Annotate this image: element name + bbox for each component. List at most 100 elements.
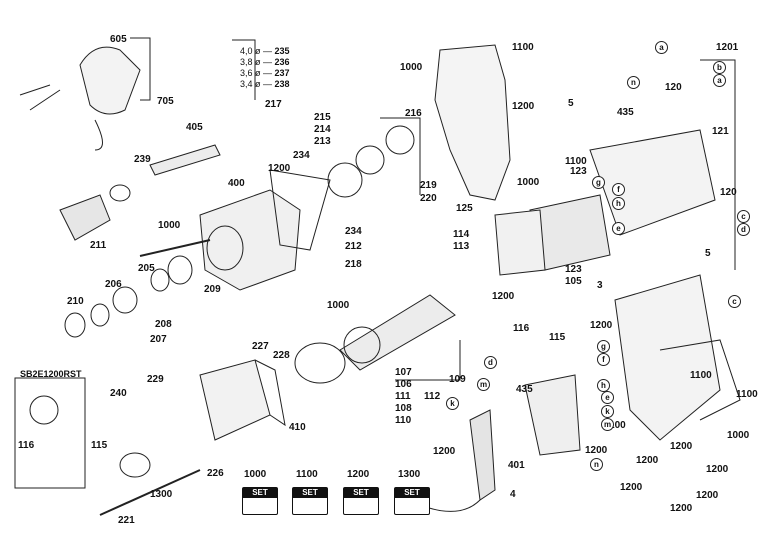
label-1201: 1201 [716, 42, 739, 53]
callout-g: g [597, 340, 610, 353]
label-211: 211 [90, 240, 107, 251]
label-1000-b: 1000 [400, 62, 423, 73]
label-115-a: 115 [549, 332, 566, 343]
label-105: 105 [565, 276, 582, 287]
set-box-label: SET [395, 488, 429, 498]
set-code-1300: 1300 [398, 469, 421, 480]
callout-k: k [601, 405, 614, 418]
pin-size-row: 3,6 ø — 237 [240, 68, 290, 78]
model-box-title: SB2E1200RST [20, 369, 82, 379]
label-120-a: 120 [665, 82, 682, 93]
set-box-label: SET [344, 488, 378, 498]
label-435-a: 435 [617, 107, 634, 118]
label-1200-f: 1200 [636, 455, 659, 466]
label-207: 207 [150, 334, 167, 345]
label-4: 4 [510, 489, 516, 500]
label-219: 219 [420, 180, 437, 191]
label-123-a: 123 [570, 166, 587, 177]
label-400: 400 [228, 178, 245, 189]
set-box-1200: SET [343, 487, 379, 515]
label-5-b: 5 [705, 248, 711, 259]
label-215: 215 [314, 112, 331, 123]
set-box-label: SET [293, 488, 327, 498]
label-1100-d: 1100 [736, 389, 758, 400]
label-405: 405 [186, 122, 203, 133]
label-217: 217 [265, 99, 282, 110]
label-1100-b: 1100 [565, 156, 587, 167]
label-114: 114 [453, 229, 470, 240]
callout-e: e [612, 222, 625, 235]
label-110: 110 [395, 415, 412, 426]
callout-g: g [592, 176, 605, 189]
label-208: 208 [155, 319, 172, 330]
label-1200-b: 1200 [512, 101, 535, 112]
callout-a: a [713, 74, 726, 87]
label-213: 213 [314, 136, 331, 147]
callout-m: m [601, 418, 614, 431]
set-code-1000: 1000 [244, 469, 267, 480]
label-125: 125 [456, 203, 473, 214]
set-code-1200: 1200 [347, 469, 370, 480]
label-227: 227 [252, 341, 269, 352]
callout-f: f [612, 183, 625, 196]
label-108: 108 [395, 403, 412, 414]
set-box-label: SET [243, 488, 277, 498]
label-214: 214 [314, 124, 331, 135]
label-226: 226 [207, 468, 224, 479]
label-1200-a: 1200 [268, 163, 291, 174]
label-120-b: 120 [720, 187, 737, 198]
callout-d: d [737, 223, 750, 236]
set-box-1100: SET [292, 487, 328, 515]
label-1200-d: 1200 [590, 320, 613, 331]
label-3: 3 [597, 280, 603, 291]
label-116-a: 116 [513, 323, 530, 334]
label-410: 410 [289, 422, 306, 433]
pin-size-list: 4,0 ø — 235 3,8 ø — 236 3,6 ø — 237 3,4 … [240, 46, 290, 90]
label-121: 121 [712, 126, 729, 137]
pin-size-row: 3,8 ø — 236 [240, 57, 290, 67]
callout-c: c [737, 210, 750, 223]
label-209: 209 [204, 284, 221, 295]
callout-k: k [446, 397, 459, 410]
label-1200-l: 1200 [585, 445, 608, 456]
callout-d: d [484, 356, 497, 369]
label-1100-e: 1100 [604, 420, 626, 431]
label-206: 206 [105, 279, 122, 290]
callout-c: c [728, 295, 741, 308]
label-1000-c: 1000 [517, 177, 540, 188]
label-109: 109 [449, 374, 466, 385]
label-111: 111 [395, 391, 411, 402]
label-216: 216 [405, 108, 422, 119]
label-220: 220 [420, 193, 437, 204]
label-115-b: 115 [91, 440, 108, 451]
pin-size-row: 3,4 ø — 238 [240, 79, 290, 89]
label-1200-j: 1200 [670, 503, 693, 514]
label-605: 605 [110, 34, 127, 45]
label-5-a: 5 [568, 98, 574, 109]
label-112: 112 [424, 391, 441, 402]
label-239: 239 [134, 154, 151, 165]
label-1200-k: 1200 [433, 446, 456, 457]
label-1200-h: 1200 [620, 482, 643, 493]
callout-b: b [713, 61, 726, 74]
label-1300: 1300 [150, 489, 173, 500]
label-240: 240 [110, 388, 127, 399]
set-code-1100: 1100 [296, 469, 318, 480]
label-116-b: 116 [18, 440, 35, 451]
callout-n: n [590, 458, 603, 471]
callout-n: n [627, 76, 640, 89]
label-234-b: 234 [345, 226, 362, 237]
label-221: 221 [118, 515, 135, 526]
label-435-b: 435 [516, 384, 533, 395]
label-1200-c: 1200 [492, 291, 515, 302]
pin-size-row: 4,0 ø — 235 [240, 46, 290, 56]
label-1200-e: 1200 [670, 441, 693, 452]
callout-f: f [597, 353, 610, 366]
label-1200-g: 1200 [706, 464, 729, 475]
label-229: 229 [147, 374, 164, 385]
callout-e: e [601, 391, 614, 404]
label-1100-a: 1100 [512, 42, 534, 53]
set-box-1000: SET [242, 487, 278, 515]
label-228: 228 [273, 350, 290, 361]
